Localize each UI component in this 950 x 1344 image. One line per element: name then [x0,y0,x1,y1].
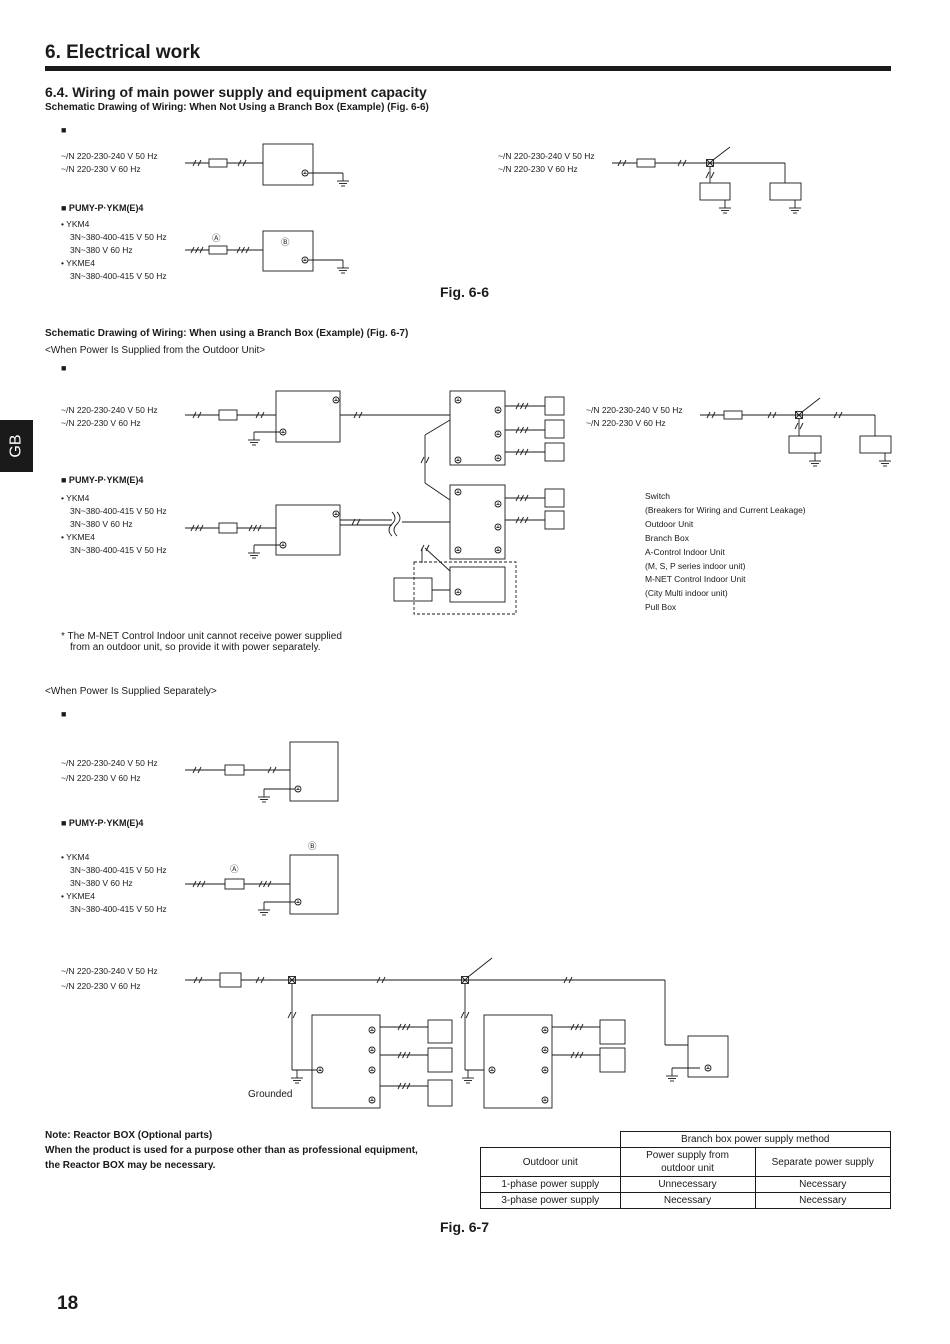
model-voltage-list: • YKM4 3N~380-400-415 V 50 Hz 3N~380 V 6… [61,852,167,914]
table-cell: Necessary [754,1192,891,1209]
model-voltage-list: • YKM4 3N~380-400-415 V 50 Hz 3N~380 V 6… [61,219,167,281]
mark-a: Ⓐ [230,864,239,874]
bullet-square: ■ [61,709,67,719]
fig66-label: Fig. 6-6 [440,284,490,300]
subsection-title: 6.4. Wiring of main power supply and equ… [45,84,427,100]
table-row: 1-phase power supply Unnecessary Necessa… [480,1176,891,1193]
legend-list: Switch (Breakers for Wiring and Current … [645,491,806,613]
language-tab: GB [0,420,33,472]
mark-a: Ⓐ [212,233,221,243]
table-header: Separate power supply [754,1147,891,1177]
mark-b: Ⓑ [281,237,290,247]
fig67-separate-1phase [185,741,339,803]
footnote: * The M-NET Control Indoor unit cannot r… [61,631,342,653]
model-label: ■ PUMY-P·YKM(E)4 [61,203,144,213]
voltage-label: ~/N 220-230-240 V 50 Hz~/N 220-230 V 60 … [61,758,158,783]
reactor-note: Note: Reactor BOX (Optional parts) When … [45,1130,418,1171]
table-cell: Necessary [619,1192,756,1209]
section-title: 6. Electrical work [45,42,201,63]
subheading-outdoor: <When Power Is Supplied from the Outdoor… [45,345,266,356]
fig66-switch-network [612,146,802,214]
fig67-label: Fig. 6-7 [440,1219,490,1235]
voltage-label: ~/N 220-230-240 V 50 Hz~/N 220-230 V 60 … [586,405,683,428]
section-rule [45,66,891,71]
voltage-label: ~/N 220-230-240 V 50 Hz~/N 220-230 V 60 … [498,151,595,174]
fig67-separate-3phase [185,854,339,916]
voltage-label: ~/N 220-230-240 V 50 Hz~/N 220-230 V 60 … [61,151,158,174]
table-row: 3-phase power supply Necessary Necessary [480,1192,891,1209]
model-label: ■ PUMY-P·YKM(E)4 [61,818,144,828]
voltage-label: ~/N 220-230-240 V 50 Hz~/N 220-230 V 60 … [61,966,158,991]
mark-b: Ⓑ [308,841,317,851]
voltage-label: ~/N 220-230-240 V 50 Hz~/N 220-230 V 60 … [61,405,158,428]
model-label: ■ PUMY-P·YKM(E)4 [61,475,144,485]
power-supply-table: Branch box power supply method Outdoor u… [480,1131,891,1209]
grounded-label: Grounded [248,1089,293,1100]
fig66-3phase [185,230,350,274]
page-number: 18 [57,1293,79,1314]
fig67-separate-branch [185,957,729,1109]
fig67-switch-network [700,397,892,467]
fig67-caption: Schematic Drawing of Wiring: When using … [45,328,409,339]
bullet-square: ■ [61,125,67,135]
fig66-caption: Schematic Drawing of Wiring: When Not Us… [45,102,429,113]
bullet-square: ■ [61,363,67,373]
fig67-outdoor-powered [185,390,565,615]
fig66-1phase [185,143,350,187]
subheading-separate: <When Power Is Supplied Separately> [45,686,217,697]
model-voltage-list: • YKM4 3N~380-400-415 V 50 Hz 3N~380 V 6… [61,493,167,555]
